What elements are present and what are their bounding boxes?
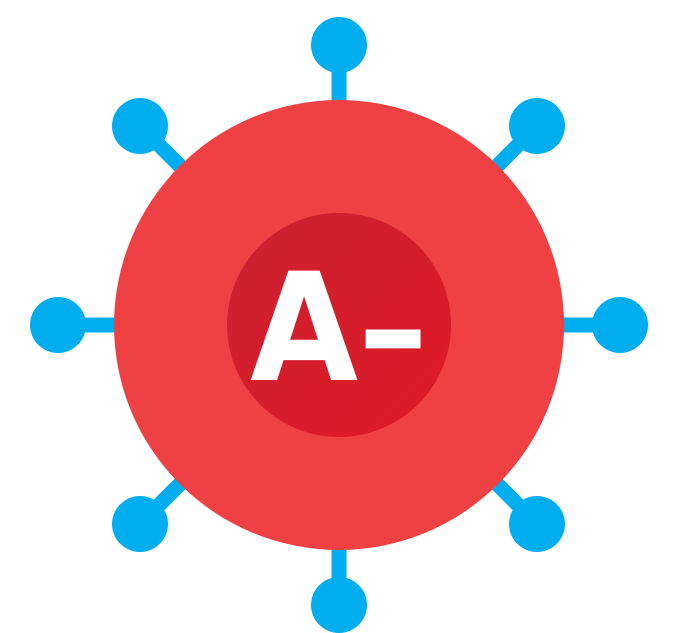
blood-type-label: A– [250, 242, 428, 416]
antigen-knobs [30, 17, 648, 633]
antigen-knob-bottom-left [112, 496, 168, 552]
antigen-knob-top-left [112, 98, 168, 154]
blood-cell-core [227, 213, 451, 437]
antigen-knob-left [30, 297, 86, 353]
antigen-knob-top [311, 17, 367, 73]
antigen-knob-top-right [509, 98, 565, 154]
antigen-knob-right [592, 297, 648, 353]
antigen-knob-bottom [311, 577, 367, 633]
antigen-knob-bottom-right [509, 496, 565, 552]
